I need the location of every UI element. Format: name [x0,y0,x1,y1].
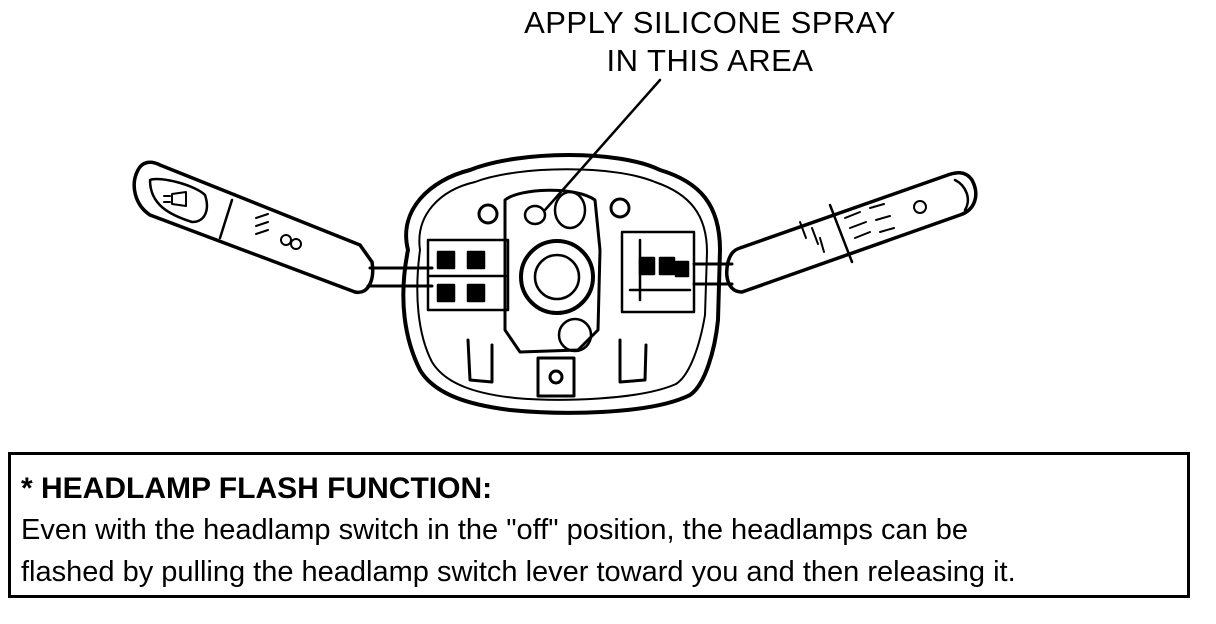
fog-lamp-icon [171,191,187,207]
left-connector-block [426,238,510,312]
callout-leader-line [543,78,662,212]
steering-column-hub [519,239,595,315]
wiper-switch-lever [692,171,978,294]
washer-icon [913,200,927,214]
right-connector-block [620,230,696,314]
note-line-1: Even with the headlamp switch in the "of… [21,514,969,546]
headlamp-flash-note: * HEADLAMP FLASH FUNCTION: Even with the… [8,452,1190,598]
wiper-mode-markings [844,211,871,239]
combination-switch-illustration [132,78,978,415]
note-line-2: flashed by pulling the headlamp switch l… [21,556,1016,588]
note-body: Even with the headlamp switch in the "of… [21,509,1177,593]
callout-line-1: APPLY SILICONE SPRAY [524,5,896,40]
callout-line-2: IN THIS AREA [606,43,814,78]
headlamp-icon [255,213,269,235]
note-title: * HEADLAMP FLASH FUNCTION: [21,472,493,505]
callout-label: APPLY SILICONE SPRAY IN THIS AREA [420,4,1000,80]
spray-area [503,188,602,354]
parking-lamp-icon [280,234,292,246]
headlamp-switch-lever [132,160,434,295]
switch-body [401,153,722,415]
